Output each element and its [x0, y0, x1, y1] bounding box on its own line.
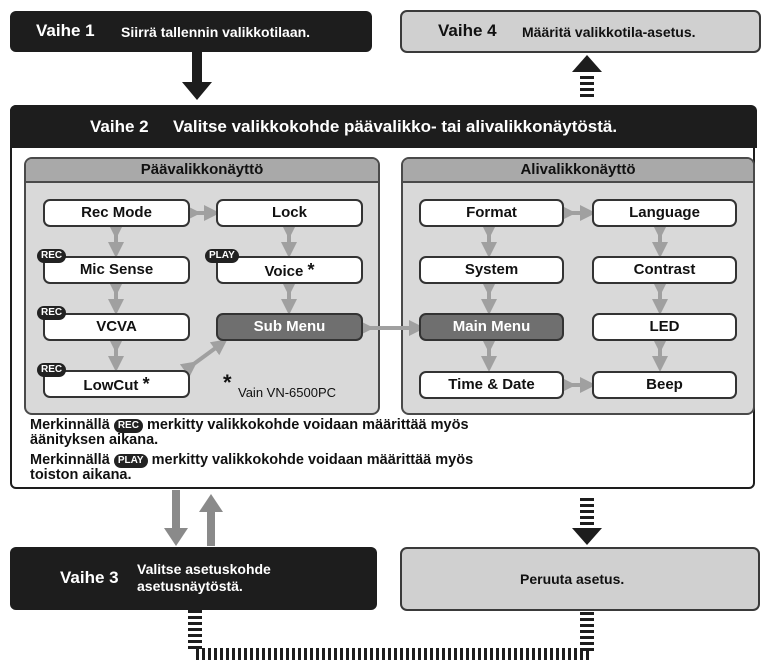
menu-item-vcva[interactable]: VCVA — [43, 313, 190, 341]
main-menu-panel-title: Päävalikkonäyttö — [26, 159, 378, 183]
submenu-item-format[interactable]: Format — [419, 199, 564, 227]
rec-note-line2: äänityksen aikana. — [30, 432, 159, 448]
rec-note-suffix: merkitty valikkokohde voidaan määrittää … — [146, 417, 469, 433]
step1-text: Siirrä tallennin valikkotilaan. — [121, 24, 311, 40]
rec-badge-lowcut: REC — [37, 363, 67, 377]
menu-item-voice[interactable]: Voice * — [216, 256, 363, 284]
step3-text-line2: asetusnäytöstä. — [137, 578, 243, 594]
footnote-mark: * — [223, 370, 232, 395]
menu-item-mic-sense[interactable]: Mic Sense — [43, 256, 190, 284]
step3-box: Vaihe 3 Valitse asetuskohde asetusnäytös… — [10, 547, 377, 610]
play-note-suffix: merkitty valikkokohde voidaan määrittää … — [151, 452, 474, 468]
step4-text: Määritä valikkotila-asetus. — [522, 24, 696, 40]
submenu-item-system[interactable]: System — [419, 256, 564, 284]
menu-item-voice-label: Voice — [264, 263, 304, 280]
sub-menu-panel-title: Alivalikkonäyttö — [403, 159, 753, 183]
play-note: Merkinnällä PLAY merkitty valikkokohde v… — [30, 453, 750, 483]
menu-item-rec-mode[interactable]: Rec Mode — [43, 199, 190, 227]
bottom-dashed-line — [196, 648, 590, 660]
submenu-item-main-menu[interactable]: Main Menu — [419, 313, 564, 341]
step1-label: Vaihe 1 — [36, 21, 95, 40]
rec-note-badge: REC — [113, 419, 143, 433]
step2-header: Vaihe 2 Valitse valikkokohde päävalikko-… — [10, 105, 757, 148]
play-badge-voice: PLAY — [205, 249, 239, 263]
submenu-item-language[interactable]: Language — [592, 199, 737, 227]
cancel-box: Peruuta asetus. — [400, 547, 760, 611]
step1-box: Vaihe 1 Siirrä tallennin valikkotilaan. — [10, 11, 372, 52]
submenu-item-time-date[interactable]: Time & Date — [419, 371, 564, 399]
menu-item-sub-menu[interactable]: Sub Menu — [216, 313, 363, 341]
play-note-line2: toiston aikana. — [30, 467, 132, 483]
play-note-prefix: Merkinnällä — [30, 452, 110, 468]
lowcut-footnote-mark: * — [142, 374, 150, 394]
menu-item-lowcut-label: LowCut — [83, 377, 139, 394]
rec-note: Merkinnällä REC merkitty valikkokohde vo… — [30, 418, 750, 448]
step4-label: Vaihe 4 — [438, 21, 497, 40]
voice-footnote-mark: * — [307, 260, 315, 280]
step3-label: Vaihe 3 — [60, 568, 119, 587]
submenu-item-beep[interactable]: Beep — [592, 371, 737, 399]
submenu-item-contrast[interactable]: Contrast — [592, 256, 737, 284]
step2-label: Vaihe 2 — [90, 117, 149, 136]
rec-badge-mic-sense: REC — [37, 249, 67, 263]
menu-item-lowcut[interactable]: LowCut * — [43, 370, 190, 398]
submenu-item-led[interactable]: LED — [592, 313, 737, 341]
cancel-text: Peruuta asetus. — [520, 571, 625, 587]
rec-badge-vcva: REC — [37, 306, 67, 320]
play-note-badge: PLAY — [113, 454, 148, 468]
step2-text: Valitse valikkokohde päävalikko- tai ali… — [173, 117, 618, 136]
menu-item-lock[interactable]: Lock — [216, 199, 363, 227]
step4-box: Vaihe 4 Määritä valikkotila-asetus. — [400, 10, 761, 53]
rec-note-prefix: Merkinnällä — [30, 417, 110, 433]
step3-text-line1: Valitse asetuskohde — [137, 561, 271, 577]
footnote-text: Vain VN-6500PC — [238, 385, 337, 400]
